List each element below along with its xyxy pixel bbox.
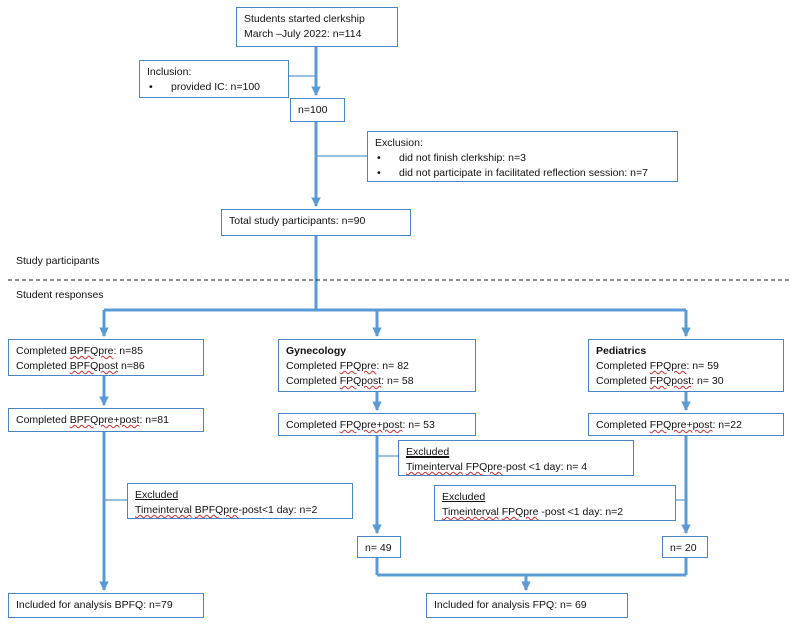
box-ped-n20: n= 20 (662, 536, 708, 558)
box-gyn-excluded: Excluded Timeinterval FPQpre-post <1 day… (398, 440, 634, 476)
n100-text: n=100 (298, 104, 328, 116)
ped-excluded-title: Excluded (442, 491, 486, 503)
ped-both-text: Completed FPQpre+post: n=22 (596, 419, 742, 431)
ped-n20-text: n= 20 (670, 542, 697, 554)
ped-completed-line-2: Completed FPQpost: n= 30 (596, 375, 724, 387)
box-exclusion: Exclusion: did not finish clerkship: n=3… (367, 131, 678, 182)
box-n100: n=100 (290, 98, 345, 122)
gyn-n49-text: n= 49 (365, 542, 392, 554)
bpfq-both-text: Completed BPFQpre+post: n=81 (16, 414, 169, 426)
box-ped-excluded: Excluded Timeinterval FPQpre -post <1 da… (434, 485, 676, 521)
exclusion-title: Exclusion: (375, 137, 423, 149)
gyn-title: Gynecology (286, 345, 347, 357)
inclusion-bullet: provided IC: n=100 (147, 80, 281, 95)
bpfq-completed-line-1: Completed BPFQpre: n=85 (16, 345, 143, 357)
bpfq-excluded-title: Excluded (135, 489, 179, 501)
box-bpfq-both: Completed BPFQpre+post: n=81 (8, 408, 204, 432)
gyn-completed-line-2: Completed FPQpost: n= 58 (286, 375, 414, 387)
gyn-completed-line-1: Completed FPQpre: n= 82 (286, 360, 409, 372)
exclusion-bullet-2: did not participate in facilitated refle… (375, 166, 670, 181)
inclusion-title: Inclusion: (147, 66, 192, 78)
ped-excluded-detail: Timeinterval FPQpre -post <1 day: n=2 (442, 506, 624, 518)
fpq-final-text: Included for analysis FPQ: n= 69 (434, 599, 587, 611)
exclusion-bullet-1: did not finish clerkship: n=3 (375, 151, 670, 166)
started-line-2: March –July 2022: n=114 (244, 28, 362, 40)
box-students-started: Students started clerkship March –July 2… (236, 7, 398, 47)
box-bpfq-excluded: Excluded Timeinterval BPFQpre-post<1 day… (127, 483, 353, 519)
total-text: Total study participants: n=90 (229, 215, 366, 227)
started-line-1: Students started clerkship (244, 13, 365, 25)
box-total-participants: Total study participants: n=90 (221, 209, 411, 236)
box-gyn-n49: n= 49 (357, 536, 401, 558)
bpfq-completed-line-2: Completed BPFQpost n=86 (16, 360, 145, 372)
gyn-both-text: Completed FPQpre+post: n= 53 (286, 419, 435, 431)
label-study-participants: Study participants (16, 255, 100, 267)
gyn-excluded-title: Excluded (406, 446, 450, 458)
gyn-excluded-detail: Timeinterval FPQpre-post <1 day: n= 4 (406, 461, 588, 473)
bpfq-excluded-detail: Timeinterval BPFQpre-post<1 day: n=2 (135, 504, 318, 516)
box-bpfq-final: Included for analysis BPFQ: n=79 (8, 593, 204, 618)
box-fpq-final: Included for analysis FPQ: n= 69 (426, 593, 628, 618)
box-ped-completed: Pediatrics Completed FPQpre: n= 59 Compl… (588, 339, 784, 392)
label-student-responses: Student responses (16, 289, 104, 301)
box-inclusion: Inclusion: provided IC: n=100 (139, 60, 289, 98)
bpfq-final-text: Included for analysis BPFQ: n=79 (16, 599, 173, 611)
box-ped-both: Completed FPQpre+post: n=22 (588, 413, 784, 436)
box-gyn-completed: Gynecology Completed FPQpre: n= 82 Compl… (278, 339, 476, 392)
box-gyn-both: Completed FPQpre+post: n= 53 (278, 413, 476, 436)
ped-completed-line-1: Completed FPQpre: n= 59 (596, 360, 719, 372)
box-bpfq-completed: Completed BPFQpre: n=85 Completed BPFQpo… (8, 339, 204, 376)
ped-title: Pediatrics (596, 345, 647, 357)
